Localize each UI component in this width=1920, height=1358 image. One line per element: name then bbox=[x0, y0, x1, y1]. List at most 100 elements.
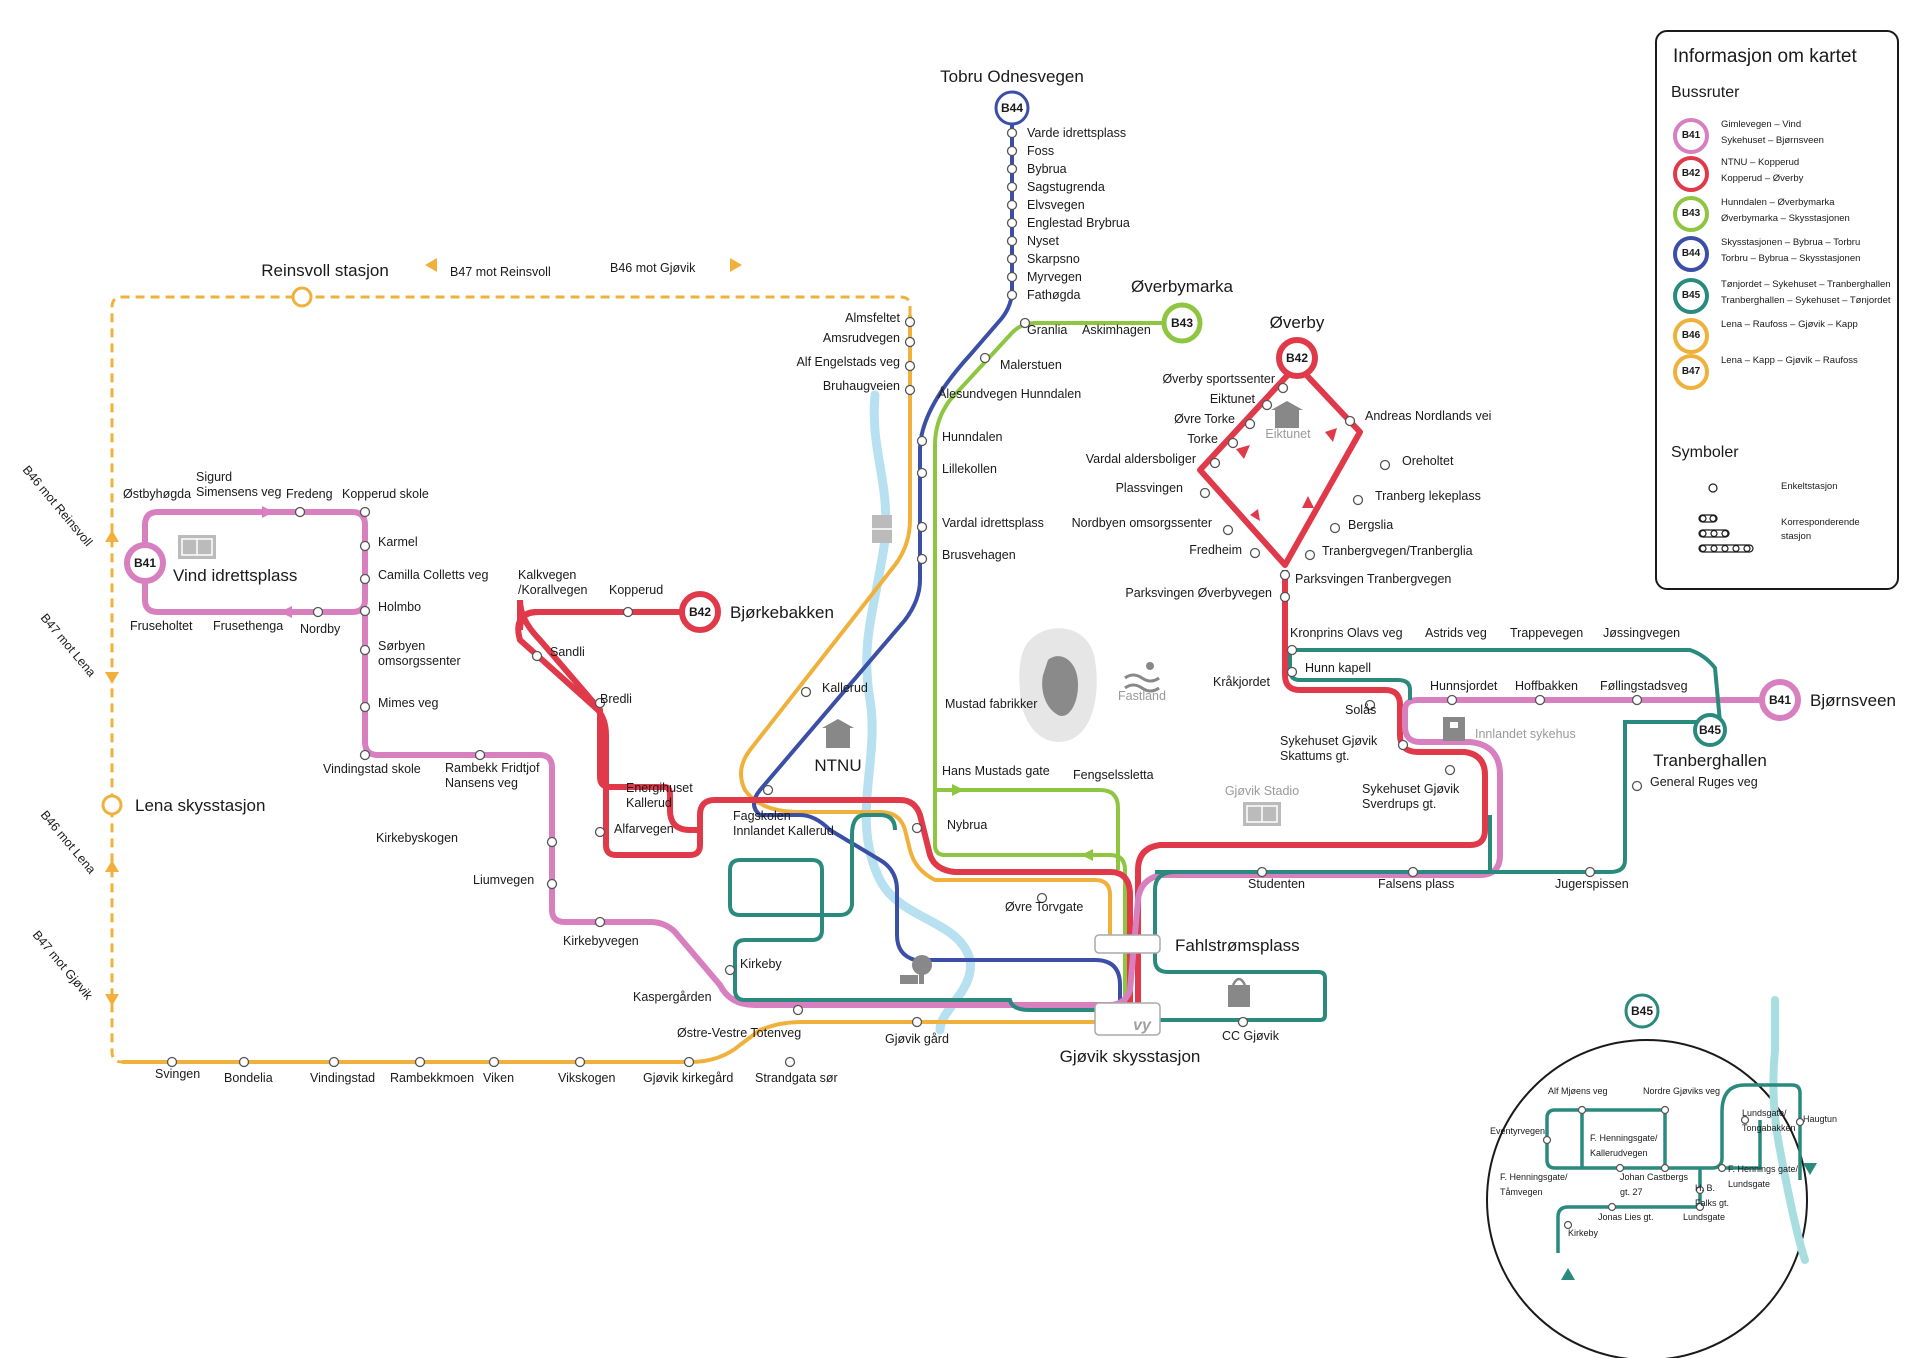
inset-stop-node[interactable] bbox=[1717, 1163, 1727, 1173]
b43-terminal[interactable] bbox=[1161, 302, 1203, 344]
stop-node-vindingstad[interactable] bbox=[328, 1056, 340, 1068]
stop-node-torke[interactable] bbox=[1227, 437, 1239, 449]
lena-node[interactable] bbox=[101, 794, 123, 816]
stop-node-nordby[interactable] bbox=[312, 606, 324, 618]
b44-stop-node[interactable] bbox=[1006, 127, 1018, 139]
stop-node-tranbergvegen[interactable] bbox=[1304, 549, 1316, 561]
stop-node-andreas[interactable] bbox=[1344, 415, 1356, 427]
b44-stop-node[interactable] bbox=[1006, 271, 1018, 283]
stop-node-strandgata[interactable] bbox=[784, 1056, 796, 1068]
stop-node-hunnsjordet[interactable] bbox=[1446, 694, 1458, 706]
inset-stop-node[interactable] bbox=[1795, 1117, 1805, 1127]
stop-node-kopperudskole[interactable] bbox=[359, 506, 371, 518]
stop-node-tranberglek[interactable] bbox=[1352, 494, 1364, 506]
stop-node-gjovikgard[interactable] bbox=[911, 1016, 923, 1028]
stop-node-solas[interactable] bbox=[1364, 699, 1376, 711]
stop-node-sandli[interactable] bbox=[531, 650, 543, 662]
stop-node-oreholtet[interactable] bbox=[1379, 459, 1391, 471]
stop-node-bergslia[interactable] bbox=[1329, 522, 1341, 534]
stop-node-alfarvegen[interactable] bbox=[594, 826, 606, 838]
stop-node-rambekkmoen[interactable] bbox=[414, 1056, 426, 1068]
stop-node-nybrua[interactable] bbox=[911, 822, 923, 834]
stop-node-fredeng[interactable] bbox=[294, 506, 306, 518]
b44-stop-node[interactable] bbox=[1006, 181, 1018, 193]
stop-node-ovretorke[interactable] bbox=[1244, 418, 1256, 430]
stop-node-fredheim[interactable] bbox=[1249, 547, 1261, 559]
stop-node-vardal[interactable] bbox=[916, 521, 928, 533]
stop-node-rambekk[interactable] bbox=[474, 749, 486, 761]
b42-terminal-bjorkebakken[interactable] bbox=[679, 591, 721, 633]
stop-node-falsens[interactable] bbox=[1407, 866, 1419, 878]
stop-node-parkoverby[interactable] bbox=[1279, 591, 1291, 603]
inset-stop-node[interactable] bbox=[1695, 1185, 1705, 1195]
stop-node-malerstuen[interactable] bbox=[979, 352, 991, 364]
inset-stop-node[interactable] bbox=[1740, 1115, 1750, 1125]
inset-stop-node[interactable] bbox=[1660, 1105, 1670, 1115]
inset-stop-node[interactable] bbox=[1607, 1202, 1617, 1212]
b41-terminal-bjornsveen[interactable] bbox=[1759, 679, 1801, 721]
stop-node-liumvegen[interactable] bbox=[546, 878, 558, 890]
b41-terminal-vind[interactable] bbox=[124, 542, 166, 584]
stop-node-bondelia[interactable] bbox=[238, 1056, 250, 1068]
stop-node-lillekollen[interactable] bbox=[916, 467, 928, 479]
stop-node-kirkebyvegen[interactable] bbox=[594, 916, 606, 928]
b42-terminal-overby[interactable] bbox=[1276, 337, 1318, 379]
stop-node-bredli[interactable] bbox=[594, 697, 606, 709]
b44-stop-node[interactable] bbox=[1006, 289, 1018, 301]
stop-node-parktranberg[interactable] bbox=[1279, 569, 1291, 581]
stop-node-sykskattum[interactable] bbox=[1397, 739, 1409, 751]
stop-node-hunndalen[interactable] bbox=[916, 435, 928, 447]
b44-stop-node[interactable] bbox=[1006, 217, 1018, 229]
gjovik-hub[interactable] bbox=[1094, 1002, 1161, 1036]
stop-node-ovretorv[interactable] bbox=[1036, 892, 1048, 904]
stop-node-alfeng[interactable] bbox=[904, 360, 916, 372]
stop-node-almsfeltet[interactable] bbox=[904, 316, 916, 328]
b44-stop-node[interactable] bbox=[1006, 163, 1018, 175]
stop-node-jugerspissen[interactable] bbox=[1584, 866, 1596, 878]
stop-node-camilla[interactable] bbox=[359, 573, 371, 585]
reinsvoll-node[interactable] bbox=[291, 286, 313, 308]
stop-node-granlia[interactable] bbox=[1019, 317, 1031, 329]
stop-node-nordbyen[interactable] bbox=[1222, 524, 1234, 536]
stop-node-vindingstadskole[interactable] bbox=[359, 749, 371, 761]
stop-node-eiktunetstop[interactable] bbox=[1261, 399, 1273, 411]
b44-stop-node[interactable] bbox=[1006, 145, 1018, 157]
inset-stop-node[interactable] bbox=[1563, 1220, 1573, 1230]
stop-node-vikskogen[interactable] bbox=[574, 1056, 586, 1068]
stop-node-kronprins[interactable] bbox=[1286, 644, 1298, 656]
stop-node-amsrud[interactable] bbox=[904, 336, 916, 348]
stop-node-hunnkapell[interactable] bbox=[1286, 666, 1298, 678]
stop-node-studenten[interactable] bbox=[1256, 866, 1268, 878]
b44-stop-node[interactable] bbox=[1006, 253, 1018, 265]
inset-stop-node[interactable] bbox=[1542, 1135, 1552, 1145]
stop-node-hoffbakken[interactable] bbox=[1534, 694, 1546, 706]
stop-node-ovsport[interactable] bbox=[1277, 382, 1289, 394]
stop-node-sorbyen[interactable] bbox=[359, 644, 371, 656]
stop-node-kallerud[interactable] bbox=[800, 686, 812, 698]
stop-node-ccgjovik[interactable] bbox=[1237, 1016, 1249, 1028]
inset-stop-node[interactable] bbox=[1660, 1163, 1670, 1173]
stop-node-viken[interactable] bbox=[488, 1056, 500, 1068]
stop-node-syksverdrup[interactable] bbox=[1444, 764, 1456, 776]
stop-node-brusvehagen[interactable] bbox=[916, 553, 928, 565]
stop-node-holmbo[interactable] bbox=[359, 605, 371, 617]
stop-node-ostrevestre[interactable] bbox=[792, 1004, 804, 1016]
stop-node-kopperud[interactable] bbox=[622, 606, 634, 618]
stop-node-vardalalders[interactable] bbox=[1209, 457, 1221, 469]
stop-node-follings[interactable] bbox=[1631, 694, 1643, 706]
b44-stop-node[interactable] bbox=[1006, 235, 1018, 247]
inset-stop-node[interactable] bbox=[1615, 1163, 1625, 1173]
stop-node-karmel[interactable] bbox=[359, 540, 371, 552]
b44-stop-node[interactable] bbox=[1006, 199, 1018, 211]
stop-node-kirkegard[interactable] bbox=[683, 1056, 695, 1068]
stop-node-kirkebyskogen[interactable] bbox=[546, 836, 558, 848]
stop-node-svingen[interactable] bbox=[166, 1056, 178, 1068]
fahlstrom-hub[interactable] bbox=[1094, 934, 1161, 954]
stop-node-plass[interactable] bbox=[1199, 487, 1211, 499]
stop-node-bruhaug[interactable] bbox=[904, 384, 916, 396]
stop-node-fagskolen[interactable] bbox=[762, 784, 774, 796]
stop-node-mimes[interactable] bbox=[359, 701, 371, 713]
stop-node-generalruge[interactable] bbox=[1631, 780, 1643, 792]
inset-stop-node[interactable] bbox=[1577, 1105, 1587, 1115]
inset-stop-node[interactable] bbox=[1695, 1202, 1705, 1212]
